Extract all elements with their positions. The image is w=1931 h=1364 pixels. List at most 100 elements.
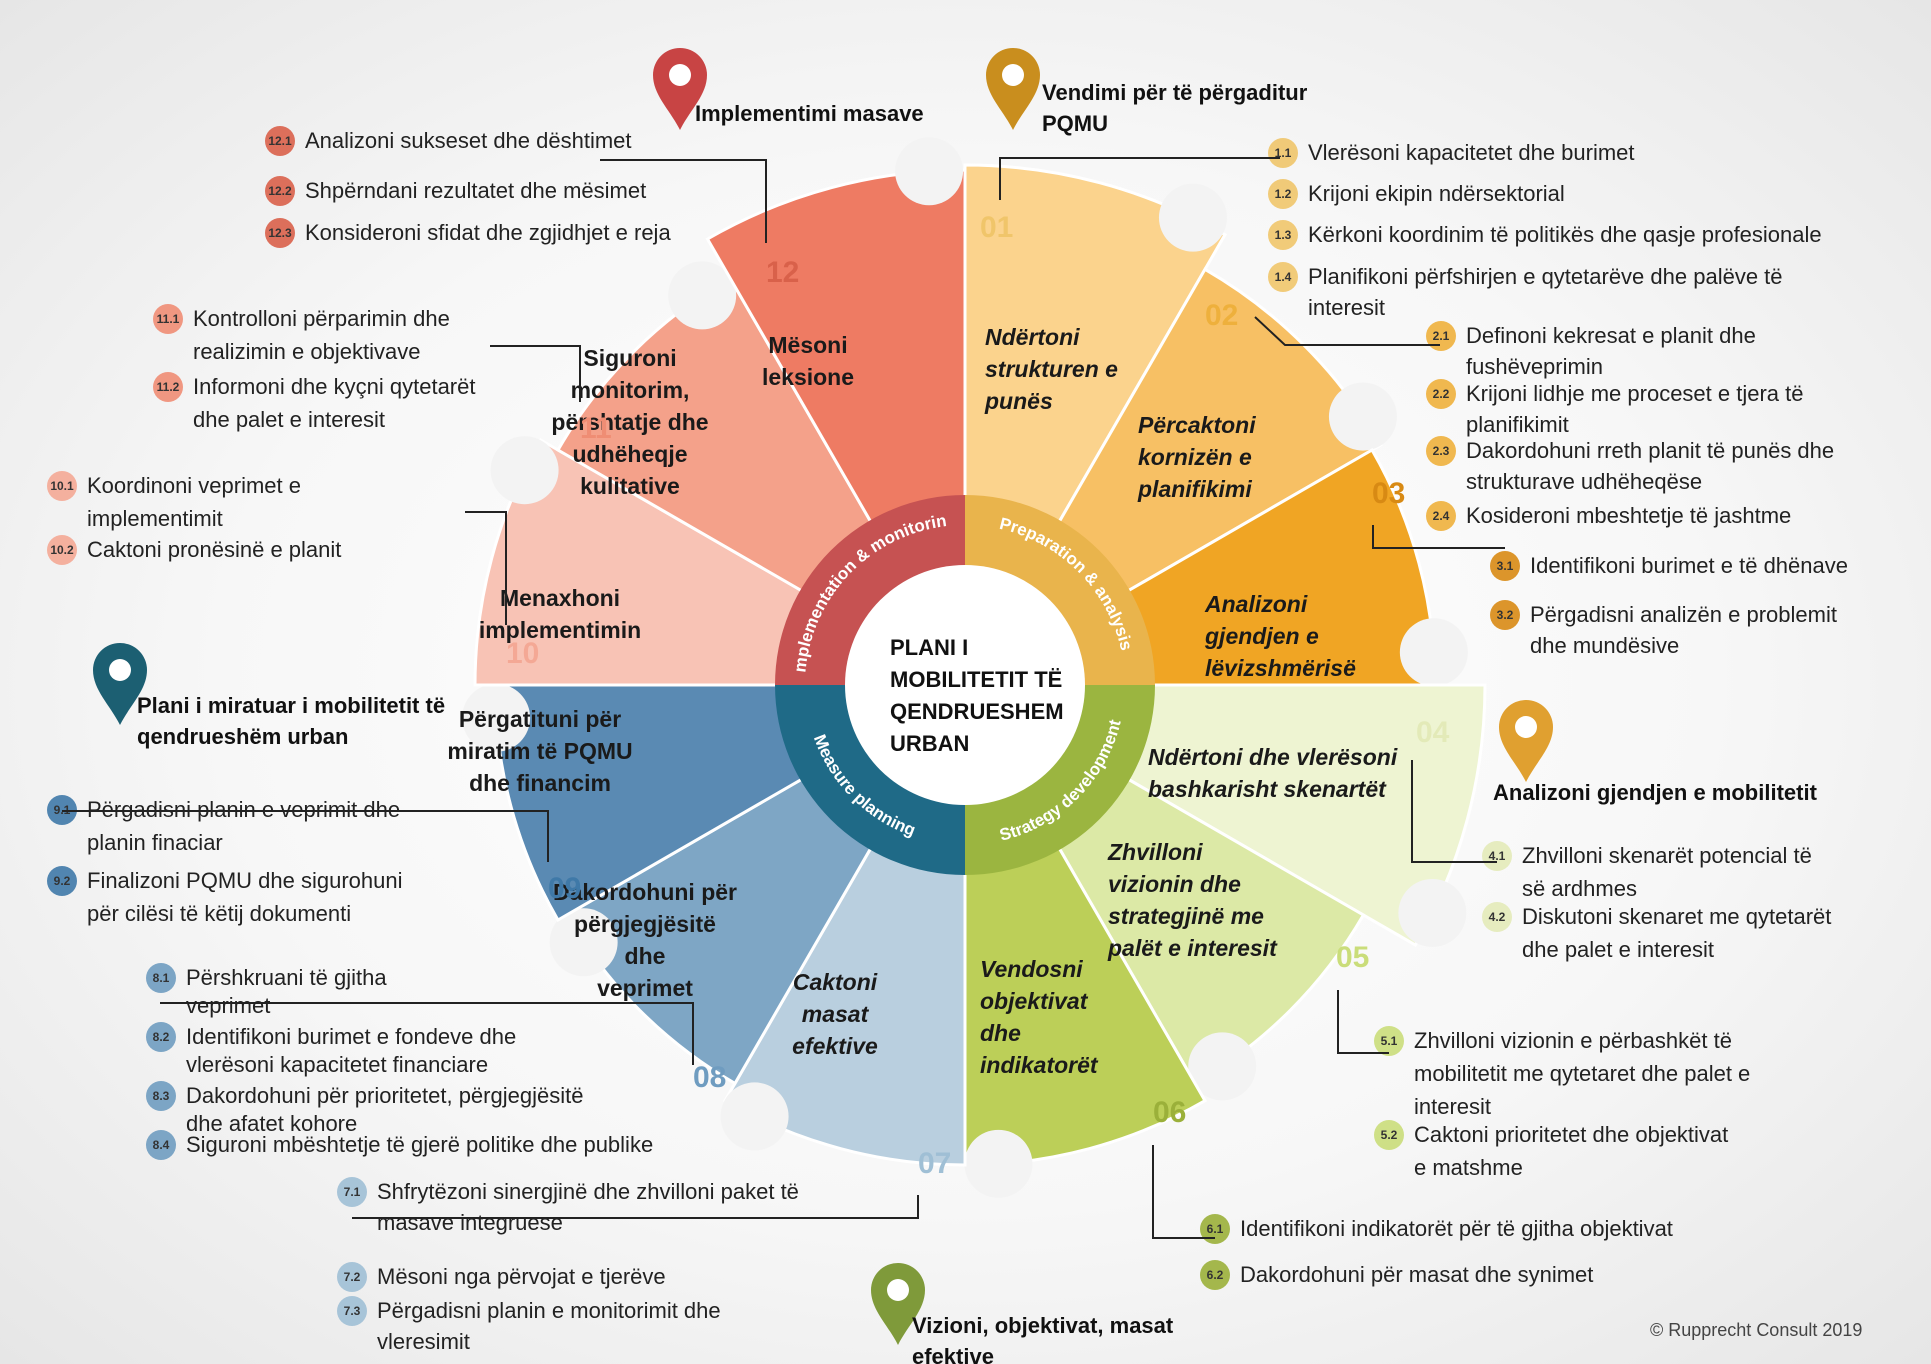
- sub-step-badge-label: 5.2: [1381, 1128, 1398, 1142]
- sub-step-badge-label: 1.2: [1275, 187, 1292, 201]
- sub-step-badge-label: 6.2: [1207, 1268, 1224, 1282]
- sub-step-badge: [1200, 1214, 1230, 1244]
- phase-ring-segment: [965, 495, 1155, 685]
- sub-step-text: vlerësoni kapacitetet financiare: [186, 1052, 488, 1077]
- sub-step-text: dhe palet e interesit: [1522, 937, 1714, 962]
- step-number-02: 02: [1205, 299, 1238, 332]
- milestone-pin: [871, 1263, 925, 1345]
- sub-step-badge-label: 8.3: [153, 1089, 170, 1103]
- map-pin-icon: [93, 643, 147, 725]
- milestone-label-line: Analizoni gjendjen e mobilitetit: [1493, 780, 1818, 805]
- step-label-line: udhëheqje: [572, 441, 687, 467]
- sub-step-badge: [265, 176, 295, 206]
- map-pin-icon: [1499, 700, 1553, 782]
- step-label-line: Menaxhoni: [500, 585, 620, 611]
- sub-step-badge-label: 2.1: [1433, 329, 1450, 343]
- sub-step-badge-label: 8.2: [153, 1030, 170, 1044]
- sub-step-badge-label: 12.1: [268, 134, 292, 148]
- sub-step-badge: [265, 218, 295, 248]
- step-label-line: planifikimi: [1137, 476, 1252, 502]
- sub-step-badge-label: 3.1: [1497, 559, 1514, 573]
- sub-step-badge: [146, 1130, 176, 1160]
- step-label-line: strukturen e: [985, 356, 1118, 382]
- step-label-line: Mësoni: [768, 332, 847, 358]
- map-pin-hole: [109, 659, 131, 681]
- sub-step-text: Caktoni prioritetet dhe objektivat: [1414, 1122, 1728, 1147]
- segment-notch: [668, 261, 737, 330]
- sub-step-badge: [1200, 1260, 1230, 1290]
- sub-step-text: dhe mundësive: [1530, 633, 1679, 658]
- sub-step-badge-label: 4.1: [1489, 849, 1506, 863]
- step-number-03: 03: [1372, 477, 1405, 510]
- sub-step-badge: [1426, 321, 1456, 351]
- milestone-pin: [1499, 700, 1553, 782]
- sub-step-badge: [337, 1177, 367, 1207]
- leader-line: [490, 345, 581, 402]
- sub-step-text: fushëveprimin: [1466, 354, 1603, 379]
- sub-step-badge: [1482, 902, 1512, 932]
- step-label-line: strategjinë me: [1108, 903, 1264, 929]
- sub-step-text: e matshme: [1414, 1155, 1523, 1180]
- leader-line: [1254, 316, 1440, 346]
- step-label-line: Ndërtoni dhe vlerësoni: [1148, 744, 1398, 770]
- step-label-line: miratim të PQMU: [447, 738, 632, 764]
- segment-notch: [1188, 1032, 1257, 1101]
- center-title-line: MOBILITETIT TË: [890, 667, 1062, 692]
- sub-step-text: implementimit: [87, 506, 223, 531]
- leader-line: [1411, 760, 1497, 863]
- sub-step-badge: [1490, 551, 1520, 581]
- sub-step-text: Identifikoni indikatorët për të gjitha o…: [1240, 1216, 1673, 1241]
- step-label-line: vizionin dhe: [1108, 871, 1241, 897]
- step-number-08: 08: [693, 1061, 726, 1094]
- sub-step-badge: [337, 1296, 367, 1326]
- step-number-12: 12: [766, 256, 799, 289]
- sub-step-badge-label: 1.1: [1275, 146, 1292, 160]
- sub-step-badge-label: 5.1: [1381, 1034, 1398, 1048]
- sub-step-badge-label: 12.2: [268, 184, 292, 198]
- map-pin-hole: [887, 1279, 909, 1301]
- sub-step-badge: [153, 304, 183, 334]
- copyright-text: © Rupprecht Consult 2019: [1650, 1320, 1862, 1340]
- sub-step-badge: [1426, 436, 1456, 466]
- sub-step-text: Krijoni ekipin ndërsektorial: [1308, 181, 1565, 206]
- segment-notch: [1399, 618, 1468, 687]
- sub-step-badge: [1268, 262, 1298, 292]
- sub-step-badge: [146, 1081, 176, 1111]
- sub-step-badge: [1426, 501, 1456, 531]
- step-label-line: kornizën e: [1138, 444, 1252, 470]
- segment-wheel: [462, 137, 1487, 1198]
- milestone-label-line: Plani i miratuar i mobilitetit të: [137, 693, 445, 718]
- map-pin-icon: [871, 1263, 925, 1345]
- sub-step-text: Planifikoni përfshirjen e qytetarëve dhe…: [1308, 264, 1783, 289]
- sub-step-text: Shpërndani rezultatet dhe mësimet: [305, 178, 646, 203]
- step-number-11: 11: [580, 412, 612, 445]
- sub-step-badge-label: 7.2: [344, 1270, 361, 1284]
- sub-step-badge: [153, 372, 183, 402]
- sub-step-text: Analizoni sukseset dhe dështimet: [305, 128, 632, 153]
- sub-step-text: planifikimit: [1466, 412, 1569, 437]
- sub-step-text: Zhvilloni vizionin e përbashkët të: [1414, 1028, 1732, 1053]
- sub-step-text: Krijoni lidhje me proceset e tjera të: [1466, 381, 1804, 406]
- step-label-line: Zhvilloni: [1107, 839, 1203, 865]
- leader-line: [352, 1195, 919, 1219]
